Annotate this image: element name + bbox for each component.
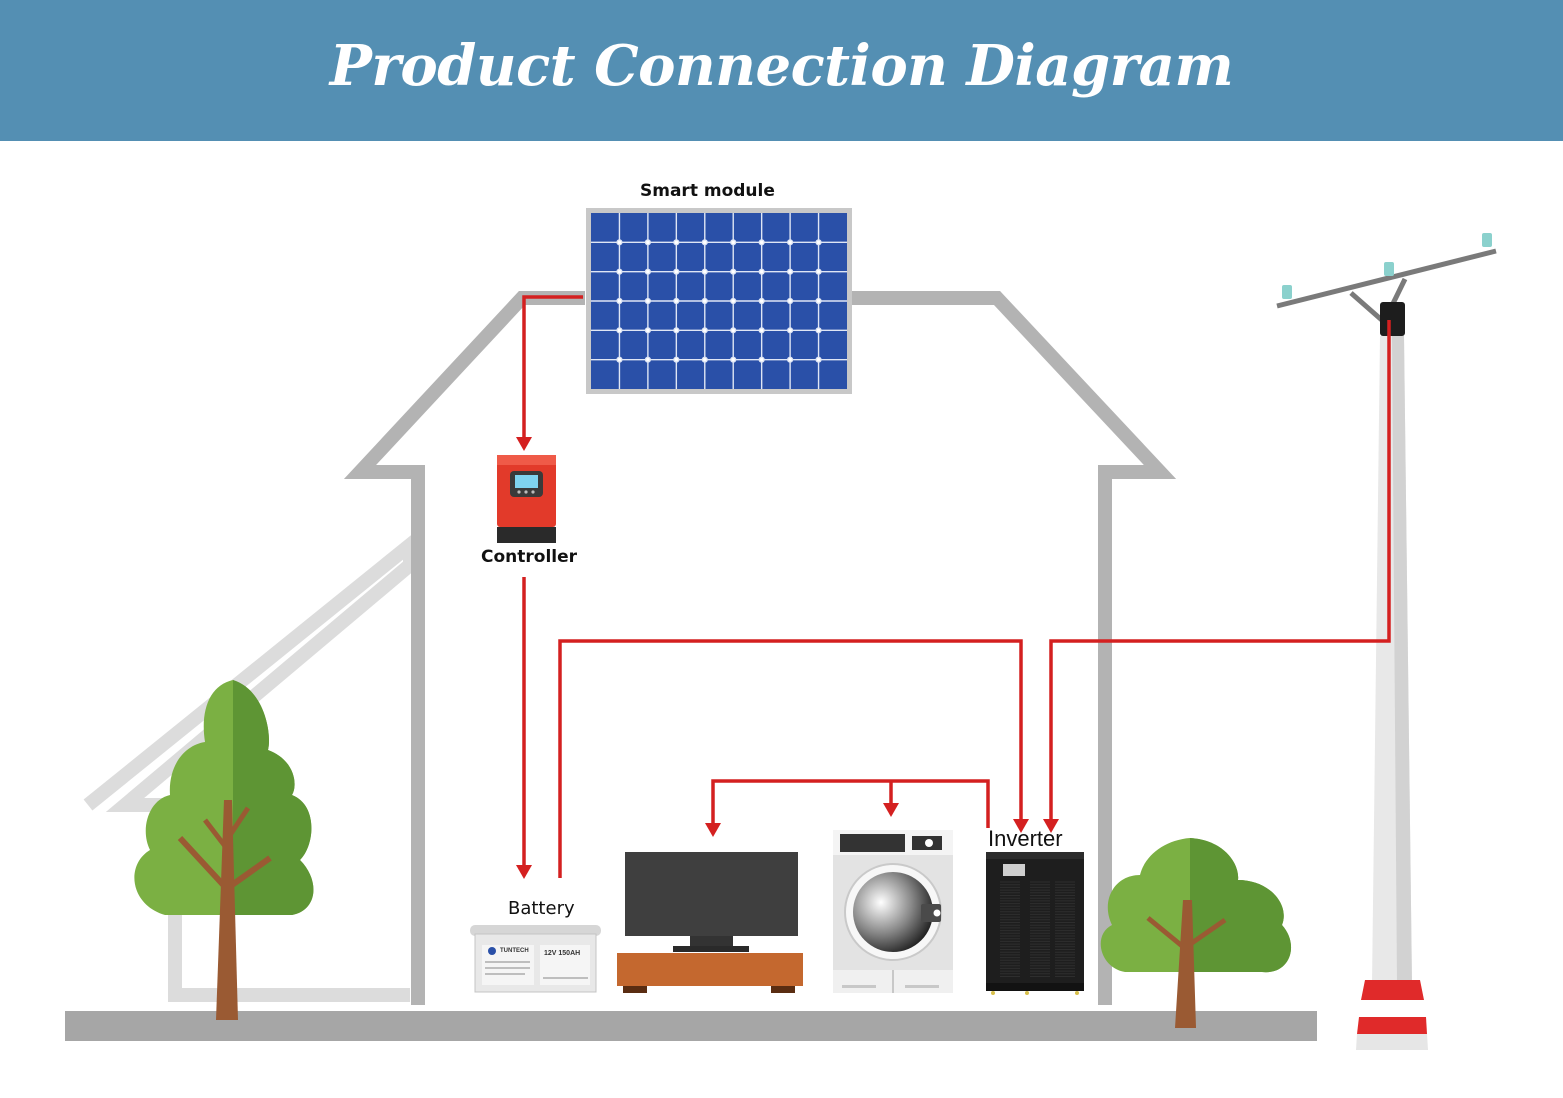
inverter-icon: [986, 852, 1084, 995]
header-bar: [0, 0, 1563, 141]
tv-icon: [617, 852, 803, 993]
inverter-label: Inverter: [988, 826, 1063, 851]
washing-machine-icon: [833, 830, 953, 993]
tree-icon: [134, 680, 314, 1020]
battery-brand-text: TUNTECH: [500, 948, 529, 954]
solar-panel-icon: [586, 208, 852, 394]
background-house: [83, 530, 417, 1002]
ground: [65, 1011, 1317, 1041]
smart-module-label: Smart module: [640, 181, 775, 201]
controller-label: Controller: [481, 547, 578, 567]
battery-label: Battery: [508, 898, 575, 919]
tree-icon: [1100, 838, 1292, 1028]
connection-wires: [522, 295, 1391, 878]
page-title: Product Connection Diagram: [329, 33, 1234, 99]
battery-spec-text: 12V 150AH: [544, 950, 581, 957]
utility-pole-icon: [1276, 233, 1497, 1050]
charge-controller-icon: [497, 455, 556, 543]
tv-stand: [617, 953, 803, 986]
arrow-heads: [516, 437, 1059, 879]
battery-icon: [470, 925, 601, 993]
